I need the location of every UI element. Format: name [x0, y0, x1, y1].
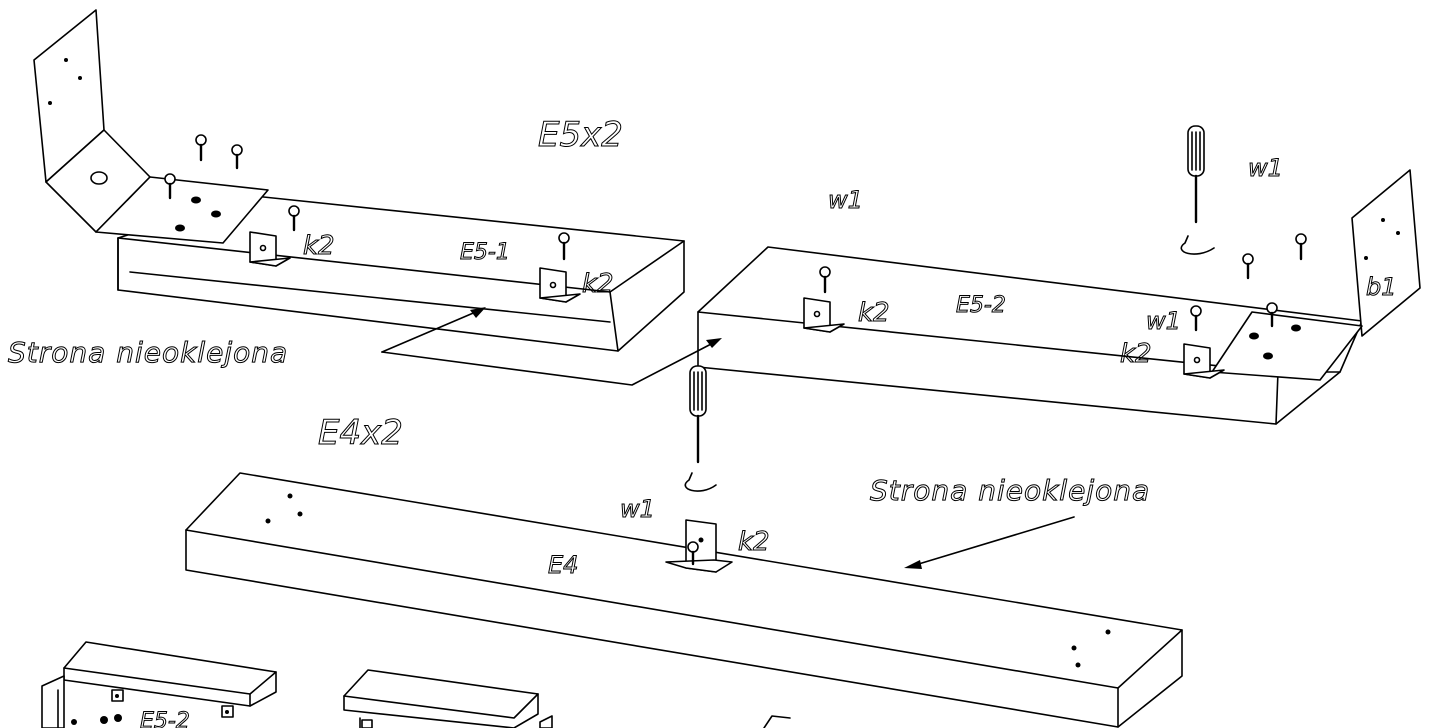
k2-label: k2 [738, 527, 770, 557]
bottom-assembly-left [41, 641, 277, 728]
w1-label: w1 [1146, 307, 1181, 335]
rotate-arrow-icon [1180, 235, 1215, 255]
unglued-side-note-right: Strona nieoklejona [870, 474, 1150, 507]
rotate-arrow-icon [684, 472, 717, 492]
e5-quantity-label: E5x2 [538, 115, 623, 155]
screwdriver-icon [1187, 125, 1205, 224]
screwdriver-icon [689, 365, 707, 464]
w1-label: w1 [620, 495, 655, 523]
board-e4 [185, 472, 1183, 728]
k2-label: k2 [582, 269, 614, 299]
part-label-e5-bottom: E5-2 [140, 709, 190, 728]
corner-bracket-icon [803, 297, 1225, 379]
e4-quantity-label: E4x2 [318, 413, 403, 453]
k2-label: k2 [1120, 339, 1152, 369]
k2-label: k2 [303, 231, 335, 261]
bottom-assembly-right [763, 715, 791, 728]
unglued-side-note-left: Strona nieoklejona [8, 336, 288, 369]
screw-icon [164, 134, 570, 261]
pointer-arrows [381, 307, 1075, 569]
part-label-e4: E4 [548, 551, 578, 579]
mounting-plate-icon [33, 9, 269, 244]
screw-icon [819, 233, 1307, 332]
part-label-e5-2: E5-2 [956, 293, 1006, 318]
w1-label: w1 [1248, 154, 1283, 182]
b1-label: b1 [1366, 273, 1397, 301]
w1-label: w1 [828, 186, 863, 214]
part-label-e5-1: E5-1 [460, 240, 510, 265]
k2-label: k2 [858, 298, 890, 328]
corner-bracket-icon [665, 519, 733, 573]
corner-bracket-icon [249, 231, 581, 303]
mounting-plate-icon [1211, 169, 1421, 381]
bottom-assembly-middle [343, 669, 553, 728]
